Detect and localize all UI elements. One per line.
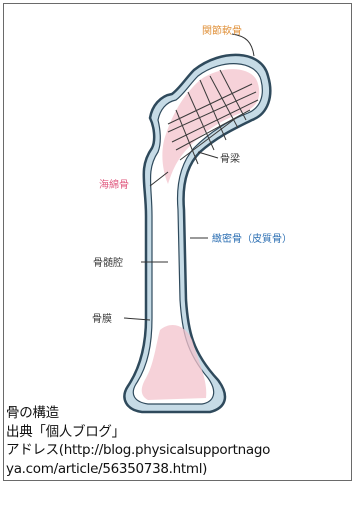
caption-url-line1: アドレス(http://blog.physicalsupportnago bbox=[6, 441, 354, 460]
label-periosteum: 骨膜 bbox=[92, 313, 112, 325]
label-trabeculae: 骨梁 bbox=[220, 152, 240, 165]
caption-url-line2: ya.com/article/56350738.html) bbox=[6, 460, 354, 479]
figure-caption: 骨の構造 出典「個人ブログ」 アドレス(http://blog.physical… bbox=[6, 404, 354, 478]
caption-title: 骨の構造 bbox=[6, 404, 354, 423]
caption-source: 出典「個人ブログ」 bbox=[6, 423, 354, 442]
label-articular-cartilage: 関節軟骨 bbox=[202, 24, 242, 37]
label-compact-bone: 緻密骨（皮質骨） bbox=[212, 232, 292, 245]
label-medullary-cavity: 骨髄腔 bbox=[93, 256, 123, 269]
label-spongy-bone: 海綿骨 bbox=[99, 178, 129, 191]
